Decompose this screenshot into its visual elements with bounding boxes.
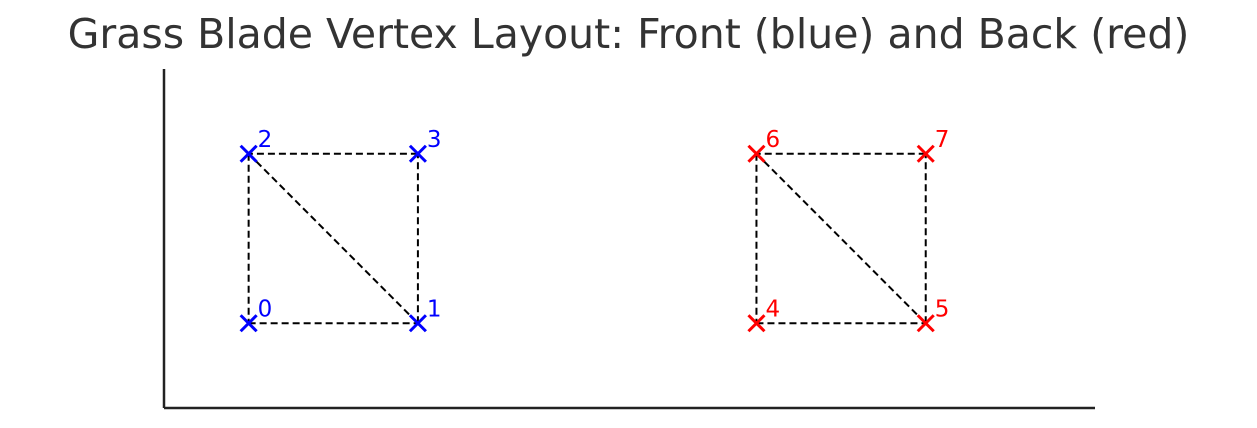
vertex-marker-5 [916,314,935,333]
vertex-label-4: 4 [765,296,780,322]
vertex-marker-stroke [916,144,935,163]
axes [162,69,1095,410]
vertex-label-5: 5 [935,296,950,322]
vertex-marker-7 [916,144,935,163]
vertex-marker-stroke [239,144,258,163]
edge-2-1 [247,153,419,324]
edges-layer [247,152,927,325]
vertex-marker-2 [239,144,258,163]
vertex-marker-stroke [747,314,766,333]
vertex-marker-6 [747,144,766,163]
chart-title: Grass Blade Vertex Layout: Front (blue) … [67,10,1190,58]
vertex-marker-stroke [408,144,427,163]
vertex-marker-1 [408,314,427,333]
vertex-label-3: 3 [427,127,442,153]
vertex-label-6: 6 [765,127,780,153]
labels-layer: 0 1 2 3 4 5 6 7 [258,127,950,323]
vertex-marker-4 [747,314,766,333]
vertex-marker-stroke [239,314,258,333]
edge-6-5 [755,153,927,324]
vertex-marker-0 [239,314,258,333]
vertex-marker-stroke [747,144,766,163]
vertex-marker-stroke [916,314,935,333]
vertex-label-1: 1 [427,296,442,322]
vertex-marker-3 [408,144,427,163]
vertex-marker-stroke [408,314,427,333]
vertex-label-0: 0 [258,296,273,322]
vertex-label-7: 7 [935,127,950,153]
markers-layer [239,144,935,333]
vertex-label-2: 2 [258,127,273,153]
